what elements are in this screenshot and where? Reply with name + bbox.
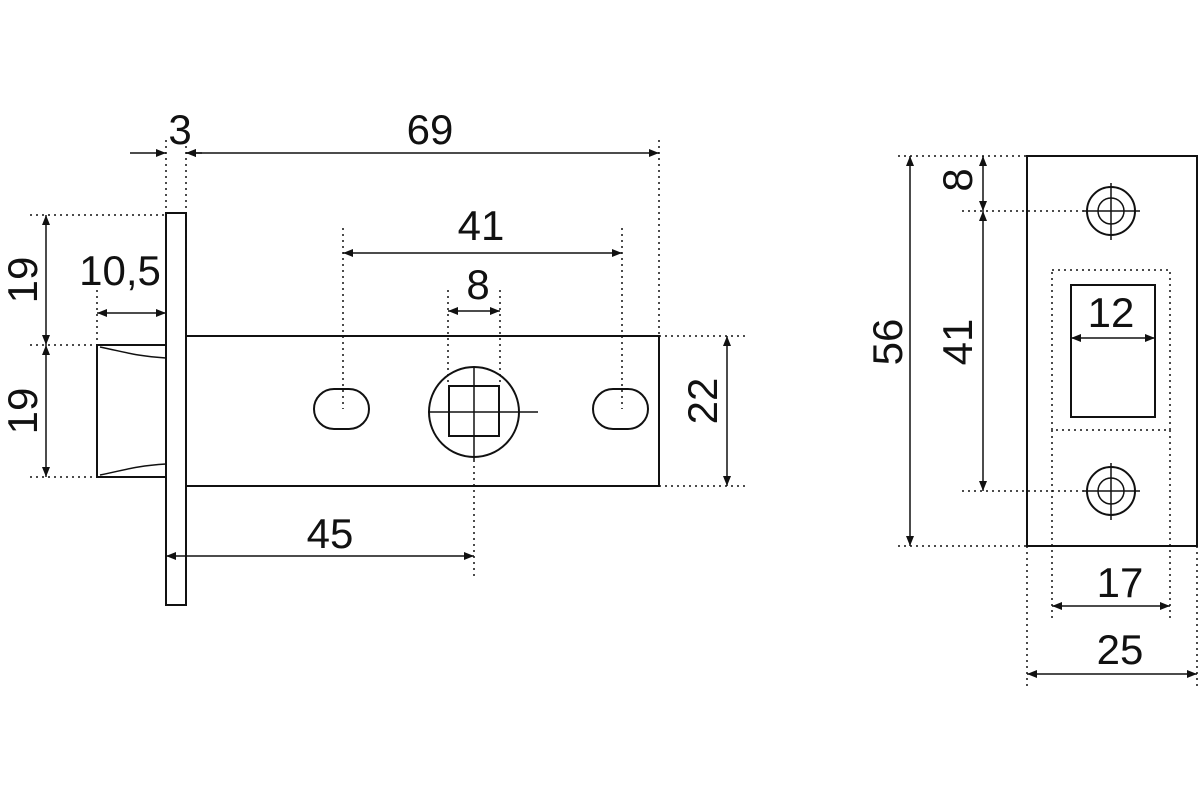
dim-label-body-height: 22: [679, 378, 726, 425]
dimension-lines-latch: [42, 149, 731, 560]
spindle-hub: [428, 366, 538, 460]
dim-label-strike-opening: 12: [1088, 289, 1135, 336]
strike-recess: [1051, 269, 1171, 431]
strike-plate-view: 56 8 41 12 17 25: [864, 155, 1198, 690]
strike-plate: [1026, 155, 1198, 547]
strike-opening: [1070, 284, 1156, 418]
dim-label-strike-recess-width: 17: [1097, 559, 1144, 606]
dim-label-strike-height: 56: [864, 319, 911, 366]
screw-hole-upper: [1083, 183, 1140, 240]
extension-lines-strike: [898, 155, 1198, 690]
latch-side-view: 3 69 41 8 10,5 19 19 22 45: [0, 106, 748, 606]
dim-label-strike-width: 25: [1097, 626, 1144, 673]
dim-label-strike-top-offset: 8: [934, 168, 981, 191]
dim-label-plate-thickness: 3: [168, 106, 191, 153]
extension-lines-latch: [30, 140, 748, 578]
screw-hole-lower: [1083, 463, 1140, 520]
dim-label-strike-hole-spacing: 41: [934, 319, 981, 366]
dim-label-upper-half: 19: [0, 257, 46, 304]
dim-label-bolt-projection: 10,5: [79, 247, 161, 294]
latch-bolt: [96, 344, 167, 478]
mounting-slot-right: [592, 388, 649, 430]
dim-label-backset: 45: [307, 510, 354, 557]
dim-label-latch-length: 69: [407, 106, 454, 153]
dim-label-screw-spacing: 41: [458, 202, 505, 249]
mounting-slot-left: [313, 388, 370, 430]
latch-body: [185, 335, 660, 487]
dim-label-lower-half: 19: [0, 388, 46, 435]
dim-label-spindle-square: 8: [466, 261, 489, 308]
latch-faceplate: [165, 212, 187, 606]
dimension-lines-strike: [906, 156, 1197, 678]
